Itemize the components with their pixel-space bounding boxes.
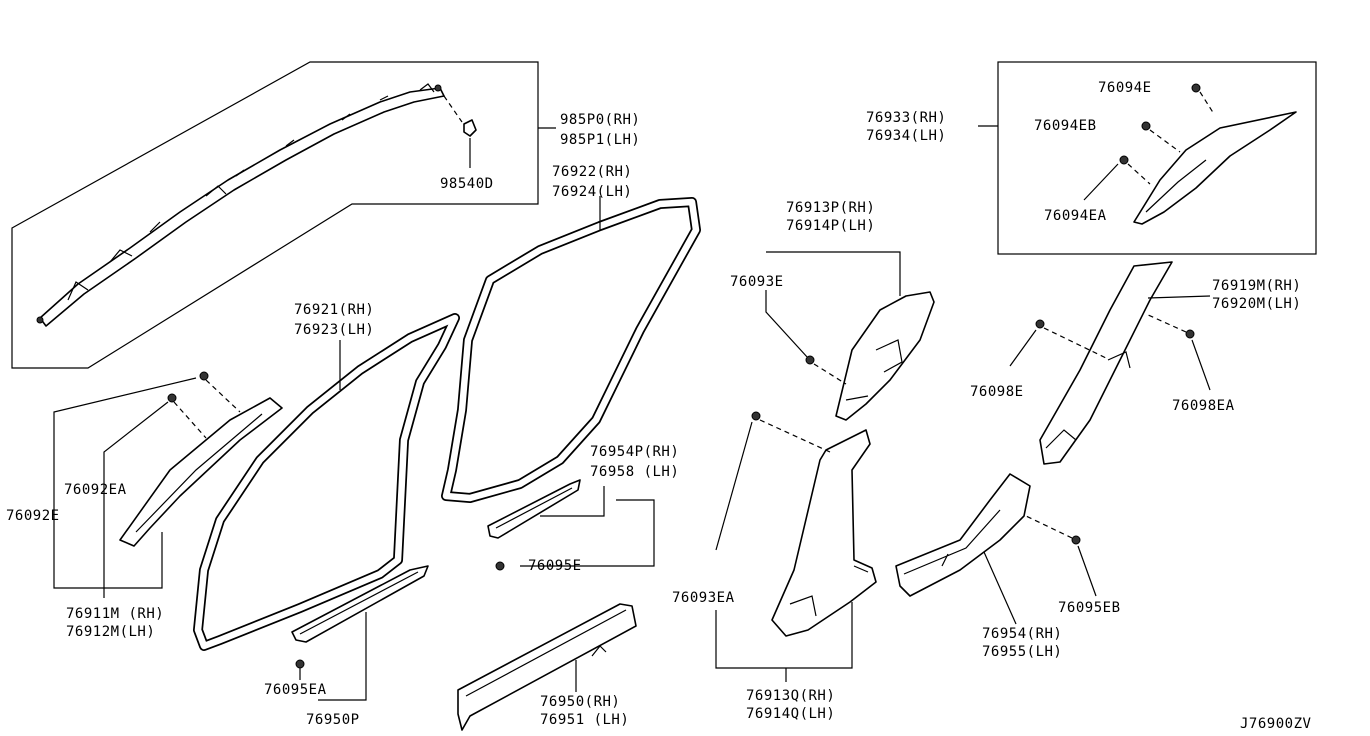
front-weatherstrip-group: 76921(RH) 76923(LH) (193, 302, 460, 651)
label-76093ea: 76093EA (672, 590, 735, 606)
label-76954p: 76954P(RH) (590, 444, 679, 460)
clip-76098e[interactable] (1035, 319, 1045, 329)
clip-76095ea[interactable] (295, 659, 305, 669)
label-76919m: 76919M(RH) (1212, 278, 1301, 294)
label-985p1: 985P1(LH) (560, 132, 640, 148)
label-76095ea: 76095EA (264, 682, 327, 698)
curtain-airbag-group: 985P0(RH) 985P1(LH) 98540D (11, 61, 640, 369)
label-76954: 76954(RH) (982, 626, 1062, 642)
label-76911m: 76911M (RH) (66, 606, 164, 622)
label-76093e: 76093E (730, 274, 784, 290)
rear-sill-plate[interactable] (457, 603, 637, 731)
label-76921: 76921(RH) (294, 302, 374, 318)
label-76950p: 76950P (306, 712, 360, 728)
front-pillar-group: 76092EA 76092E 76911M (RH) 76912M(LH) (6, 371, 283, 640)
label-76913q: 76913Q(RH) (746, 688, 835, 704)
rear-pillar-upper-garnish[interactable] (1133, 111, 1297, 225)
clip-76094eb[interactable] (1141, 121, 1151, 131)
rear-pillar-lower-garnish[interactable] (1039, 261, 1173, 465)
clip-76092ea[interactable] (167, 393, 177, 403)
label-76924: 76924(LH) (552, 184, 632, 200)
rear-pillar-frame (997, 61, 1317, 255)
rear-pillar-lower-group: 76919M(RH) 76920M(LH) 76098E 76098EA (970, 261, 1301, 465)
curtain-airbag-frame (11, 61, 539, 369)
center-pillar-upper-garnish[interactable] (835, 291, 935, 421)
label-76095e: 76095E (528, 558, 582, 574)
label-76092e: 76092E (6, 508, 60, 524)
label-76094e: 76094E (1098, 80, 1152, 96)
rear-kick-plate-group: 76954P(RH) 76958 (LH) 76095E (487, 444, 679, 574)
rear-side-kick-group: 76095EB 76954(RH) 76955(LH) (895, 473, 1121, 660)
clip-76095eb[interactable] (1071, 535, 1081, 545)
rear-weatherstrip-group: 76922(RH) 76924(LH) (441, 164, 701, 503)
front-door-weatherstrip[interactable] (193, 313, 460, 651)
front-pillar-garnish[interactable] (119, 397, 283, 547)
front-kick-plate-group: 76095EA 76950P (264, 565, 429, 728)
label-76092ea: 76092EA (64, 482, 127, 498)
label-76912m: 76912M(LH) (66, 624, 155, 640)
rear-kick-plate[interactable] (487, 479, 581, 539)
label-76923: 76923(LH) (294, 322, 374, 338)
label-76095eb: 76095EB (1058, 600, 1121, 616)
rear-door-weatherstrip[interactable] (441, 197, 701, 503)
rear-side-kick-garnish[interactable] (895, 473, 1031, 597)
label-76951: 76951 (LH) (540, 712, 629, 728)
clip-76093e[interactable] (805, 355, 815, 365)
airbag-bolt-98540d[interactable] (463, 119, 477, 137)
label-98540d: 98540D (440, 176, 494, 192)
label-76098ea: 76098EA (1172, 398, 1235, 414)
label-76958: 76958 (LH) (590, 464, 679, 480)
label-76933: 76933(RH) (866, 110, 946, 126)
label-76913p: 76913P(RH) (786, 200, 875, 216)
clip-76094e[interactable] (1191, 83, 1201, 93)
center-pillar-upper-group: 76913P(RH) 76914P(LH) 76093E (730, 200, 935, 421)
label-76950: 76950(RH) (540, 694, 620, 710)
rear-sill-plate-group: 76950(RH) 76951 (LH) (457, 603, 637, 731)
label-76934: 76934(LH) (866, 128, 946, 144)
label-76094eb: 76094EB (1034, 118, 1097, 134)
curtain-airbag-part[interactable] (36, 83, 445, 327)
front-kick-plate[interactable] (291, 565, 429, 643)
label-985p0: 985P0(RH) (560, 112, 640, 128)
label-76098e: 76098E (970, 384, 1024, 400)
clip-76093ea[interactable] (751, 411, 761, 421)
rear-pillar-upper-group: 76094E 76094EB 76094EA 76933(RH) 76934(L… (866, 61, 1317, 255)
label-76914p: 76914P(LH) (786, 218, 875, 234)
label-76094ea: 76094EA (1044, 208, 1107, 224)
label-76914q: 76914Q(LH) (746, 706, 835, 722)
center-pillar-lower-group: 76093EA 76913Q(RH) 76914Q(LH) (672, 411, 877, 722)
clip-76094ea[interactable] (1119, 155, 1129, 165)
clip-76098ea[interactable] (1185, 329, 1195, 339)
label-76955: 76955(LH) (982, 644, 1062, 660)
clip-76092e[interactable] (199, 371, 209, 381)
label-76920m: 76920M(LH) (1212, 296, 1301, 312)
center-pillar-lower-garnish[interactable] (771, 429, 877, 637)
diagram-id: J76900ZV (1240, 716, 1312, 732)
clip-76095e[interactable] (495, 561, 505, 571)
label-76922: 76922(RH) (552, 164, 632, 180)
